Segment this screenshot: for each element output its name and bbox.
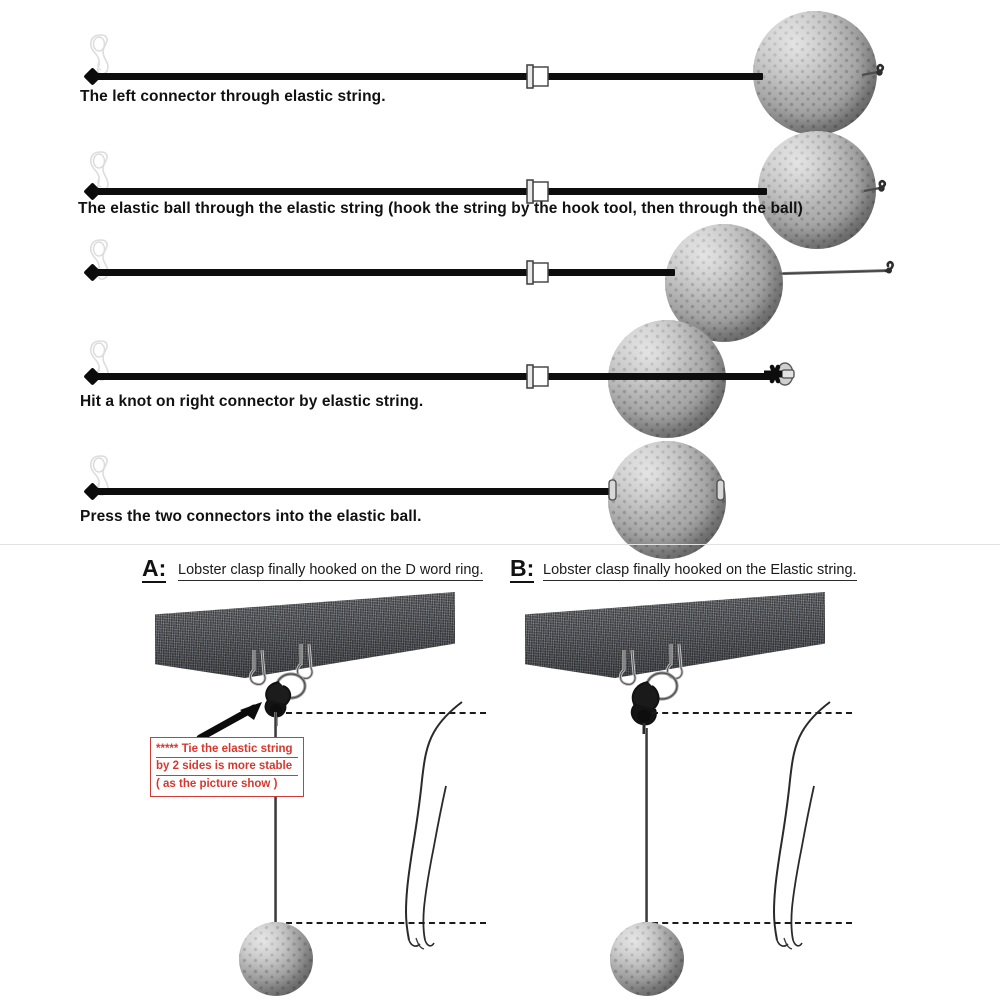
barrel-connector-icon [526, 179, 549, 204]
step-caption: Hit a knot on right connector by elastic… [80, 393, 424, 410]
arm-sketch-icon [404, 701, 463, 950]
panel-title-b: Lobster clasp finally hooked on the Elas… [543, 562, 857, 581]
golf-ball-icon [753, 11, 877, 135]
connector-left-in-ball-icon [608, 479, 617, 501]
elastic-string-hanging [274, 712, 277, 922]
arm-sketch-icon [772, 701, 831, 950]
panel-letter-b: B: [510, 556, 535, 584]
golf-ball-icon [610, 922, 684, 996]
elastic-cord [95, 269, 675, 276]
barrel-connector-icon [526, 260, 549, 285]
panel-a: ***** Tie the elastic string by 2 sides … [150, 592, 486, 996]
note-line-3: ( as the picture show ) [156, 777, 278, 790]
lobster-clasp-icon [630, 671, 679, 734]
reference-line-bottom [652, 922, 852, 924]
step-caption: The left connector through elastic strin… [80, 88, 386, 105]
elastic-cord [95, 373, 775, 380]
barrel-connector-icon [526, 64, 549, 89]
elastic-cord [95, 488, 615, 495]
reference-line-bottom [286, 922, 486, 924]
hook-tool-icon [863, 179, 887, 193]
hook-tool-icon [861, 63, 885, 77]
note-line-2: by 2 sides is more stable [156, 758, 298, 776]
section-divider [0, 544, 1000, 545]
panel-title-a: Lobster clasp finally hooked on the D wo… [178, 562, 484, 581]
step-caption: The elastic ball through the elastic str… [78, 200, 803, 217]
d-ring-icon [619, 649, 637, 686]
hook-tool-icon [884, 260, 894, 274]
knot-on-connector-icon [764, 362, 795, 386]
d-ring-icon [249, 649, 267, 686]
elastic-cord [95, 188, 767, 195]
connector-right-in-ball-icon [716, 479, 725, 501]
reference-line-top [652, 712, 852, 714]
golf-ball-icon [239, 922, 313, 996]
step-caption: Press the two connectors into the elasti… [80, 508, 422, 525]
red-annotation-note: ***** Tie the elastic string by 2 sides … [150, 737, 304, 797]
barrel-connector-icon [526, 364, 549, 389]
golf-ball-icon [758, 131, 876, 249]
elastic-string-hanging [645, 728, 648, 924]
panel-letter-a: A: [142, 556, 167, 584]
note-line-1: ***** Tie the elastic string [156, 741, 298, 759]
reference-line-top [286, 712, 486, 714]
arrow-icon [196, 702, 262, 742]
golf-ball-icon [608, 441, 726, 559]
elastic-cord [95, 73, 763, 80]
